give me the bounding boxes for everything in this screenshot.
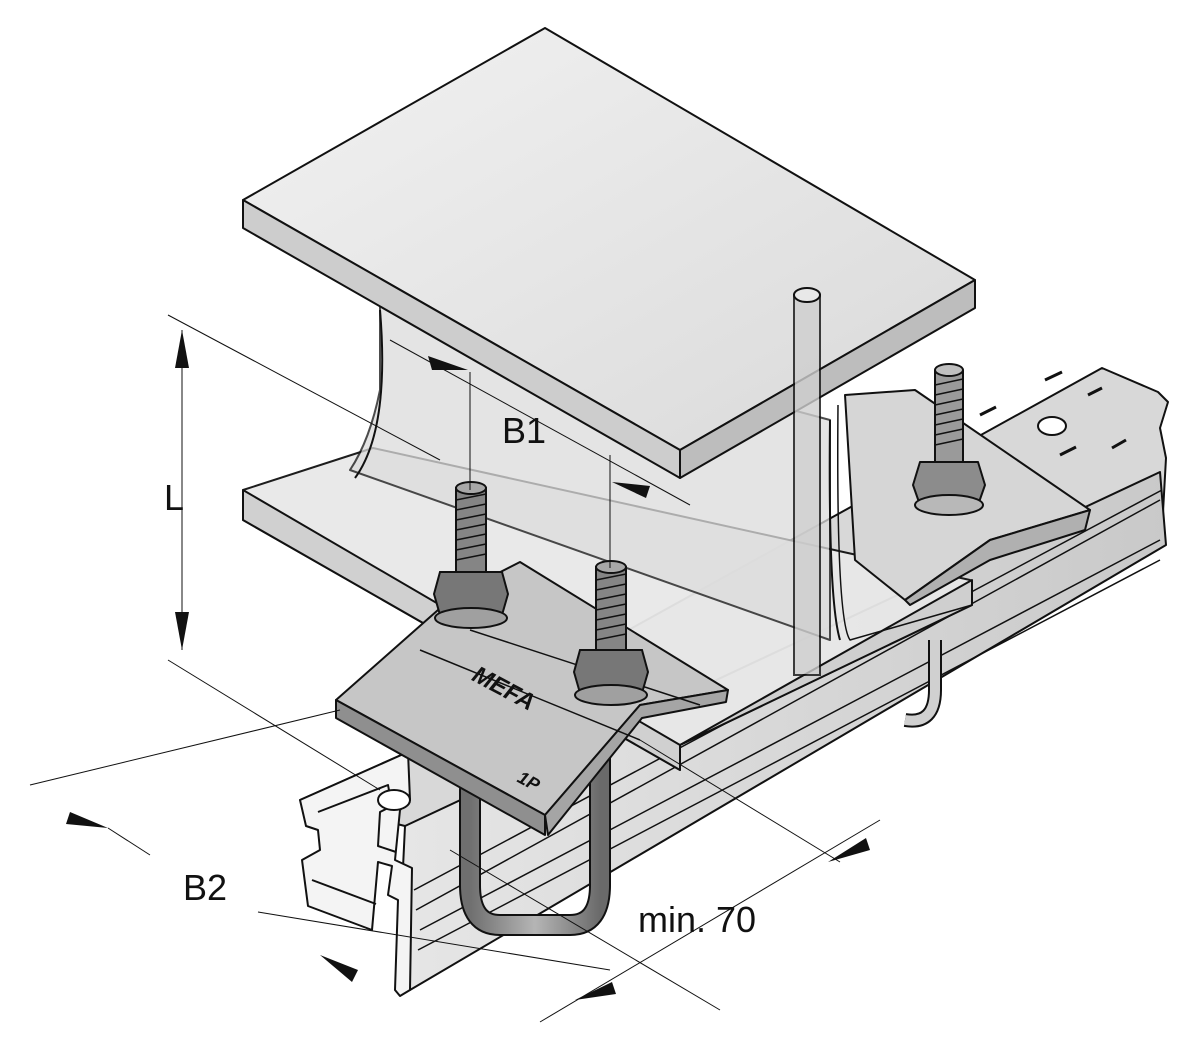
dimension-label-b2: B2 <box>183 867 227 908</box>
threaded-bolt-left <box>432 481 510 629</box>
dimension-label-b1: B1 <box>502 410 546 451</box>
u-bolt <box>459 287 942 936</box>
clamp-plate-front <box>335 561 729 836</box>
dimension-label-l: L <box>164 477 184 518</box>
dimension-label-min: min. 70 <box>638 899 756 940</box>
threaded-bolt-right <box>572 560 650 706</box>
clamp-plate-right <box>844 363 1091 606</box>
dimension-arrows <box>66 330 870 1000</box>
dimension-lines <box>29 314 881 1023</box>
